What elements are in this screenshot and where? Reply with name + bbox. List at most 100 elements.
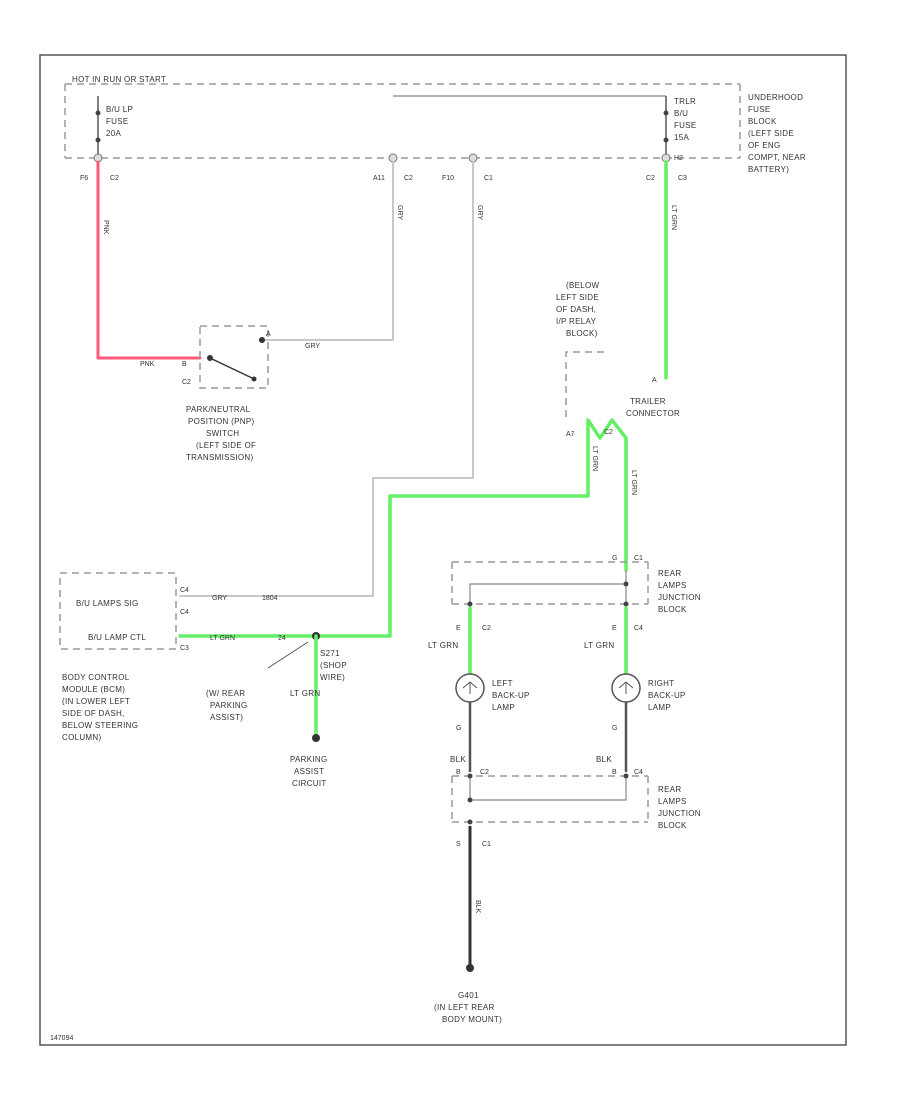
svg-text:CONNECTOR: CONNECTOR: [626, 409, 680, 418]
wire-lt-grn-trailer-label: LT GRN: [670, 205, 677, 230]
svg-text:OF ENG: OF ENG: [748, 141, 780, 150]
conn-terminal-a11: [388, 153, 398, 163]
svg-text:15A: 15A: [674, 133, 689, 142]
wire-gry-label: GRY: [305, 343, 320, 350]
svg-text:RIGHT: RIGHT: [648, 679, 674, 688]
conn-c2-mid-label: C2: [404, 175, 413, 182]
pin-f10-label: F10: [442, 175, 454, 182]
splice-label: S271 (SHOP WIRE): [320, 649, 347, 682]
wire-lt-grn-bcm-number: 24: [278, 635, 286, 642]
svg-text:B/U LP: B/U LP: [106, 105, 133, 114]
svg-text:(LEFT SIDE OF: (LEFT SIDE OF: [196, 441, 256, 450]
rear-lamps-junction-top-label: REAR LAMPS JUNCTION BLOCK: [658, 569, 701, 614]
wire-blk-left-label: BLK: [450, 755, 466, 764]
right-backup-lamp: G: [611, 673, 641, 772]
wire-lt-grn-bcm-label: LT GRN: [210, 635, 235, 642]
pin-c1-ground: C1: [482, 841, 491, 848]
left-backup-lamp: G: [455, 673, 485, 772]
footer-code: 147094: [50, 1035, 73, 1042]
wire-lt-grn-junction-label: LT GRN: [630, 470, 637, 495]
wire-lt-grn-main: [178, 418, 628, 638]
svg-text:BLOCK: BLOCK: [748, 117, 777, 126]
wire-lt-grn-left-label: LT GRN: [428, 641, 458, 650]
svg-text:LAMPS: LAMPS: [658, 797, 687, 806]
wire-gry-bcm-number: 1804: [262, 595, 278, 602]
below-relay-label: (BELOW LEFT SIDE OF DASH, I/P RELAY BLOC…: [556, 281, 600, 338]
svg-text:POSITION (PNP): POSITION (PNP): [188, 417, 254, 426]
svg-text:PARKING: PARKING: [290, 755, 328, 764]
wire-lt-grn-relay-label: LT GRN: [591, 446, 598, 471]
svg-text:COMPT, NEAR: COMPT, NEAR: [748, 153, 806, 162]
svg-text:BATTERY): BATTERY): [748, 165, 789, 174]
svg-text:BACK-UP: BACK-UP: [492, 691, 530, 700]
svg-text:(LEFT SIDE: (LEFT SIDE: [748, 129, 794, 138]
pin-e-right: E: [612, 625, 617, 632]
svg-text:B/U: B/U: [674, 109, 688, 118]
svg-text:20A: 20A: [106, 129, 121, 138]
svg-text:TRLR: TRLR: [674, 97, 696, 106]
wire-pnk-label: PNK: [140, 361, 155, 368]
svg-text:ASSIST: ASSIST: [294, 767, 324, 776]
pin-f6-label: F6: [80, 175, 88, 182]
wire-blk-right-label: BLK: [596, 755, 612, 764]
svg-text:C4: C4: [180, 587, 189, 594]
svg-text:LAMP: LAMP: [492, 703, 515, 712]
bcm-label: BODY CONTROL MODULE (BCM) (IN LOWER LEFT…: [62, 673, 138, 742]
svg-text:REAR: REAR: [658, 569, 681, 578]
splice-pointer: [267, 641, 309, 669]
svg-text:JUNCTION: JUNCTION: [658, 593, 701, 602]
svg-text:B: B: [456, 769, 461, 776]
svg-text:JUNCTION: JUNCTION: [658, 809, 701, 818]
svg-text:(BELOW: (BELOW: [566, 281, 600, 290]
wire-blk-ground-label: BLK: [474, 900, 481, 914]
pin-c4-right: C4: [634, 625, 643, 632]
svg-text:G401: G401: [458, 991, 479, 1000]
pnp-switch: B C2 A: [182, 325, 271, 389]
svg-text:COLUMN): COLUMN): [62, 733, 101, 742]
svg-text:CIRCUIT: CIRCUIT: [292, 779, 327, 788]
wire-gry-pnp: [261, 161, 394, 341]
svg-text:C4: C4: [180, 609, 189, 616]
wire-pnk: [96, 160, 202, 360]
svg-text:LEFT: LEFT: [492, 679, 513, 688]
svg-text:(IN LOWER LEFT: (IN LOWER LEFT: [62, 697, 130, 706]
svg-text:A: A: [266, 331, 271, 338]
svg-text:REAR: REAR: [658, 785, 681, 794]
rear-parking-assist-label: (W/ REAR PARKING ASSIST): [206, 689, 247, 722]
svg-text:ASSIST): ASSIST): [210, 713, 243, 722]
fuse-block-header: HOT IN RUN OR START: [72, 75, 166, 84]
svg-text:(IN LEFT REAR: (IN LEFT REAR: [434, 1003, 495, 1012]
pin-e-left: E: [456, 625, 461, 632]
body-control-module: B/U LAMPS SIG B/U LAMP CTL C4 C4 C3: [59, 572, 189, 652]
trailer-connector: A TRAILER CONNECTOR: [626, 377, 680, 418]
svg-text:BODY CONTROL: BODY CONTROL: [62, 673, 130, 682]
rear-lamps-junction-block-bottom: B C2 B C4: [451, 769, 649, 825]
svg-text:FUSE: FUSE: [106, 117, 129, 126]
rear-lamps-junction-block-top: G C1: [451, 555, 649, 607]
svg-text:C3: C3: [180, 645, 189, 652]
svg-text:UNDERHOOD: UNDERHOOD: [748, 93, 803, 102]
svg-text:SIDE OF DASH,: SIDE OF DASH,: [62, 709, 125, 718]
svg-text:I/P RELAY: I/P RELAY: [556, 317, 597, 326]
svg-text:FUSE: FUSE: [748, 105, 771, 114]
svg-text:MODULE (BCM): MODULE (BCM): [62, 685, 125, 694]
ground-label: G401 (IN LEFT REAR BODY MOUNT): [434, 991, 502, 1024]
wire-gry-bcm: [179, 161, 474, 597]
svg-text:G: G: [456, 725, 461, 732]
rear-lamps-junction-bottom-label: REAR LAMPS JUNCTION BLOCK: [658, 785, 701, 830]
svg-text:C2: C2: [182, 379, 191, 386]
conn-c3-label: C3: [678, 175, 687, 182]
svg-text:BLOCK: BLOCK: [658, 821, 687, 830]
bcm-bu-lamps-sig: B/U LAMPS SIG: [76, 599, 139, 608]
pin-c2-left: C2: [482, 625, 491, 632]
pin-a11-label: A11: [373, 175, 385, 182]
svg-text:(W/ REAR: (W/ REAR: [206, 689, 245, 698]
wire-lt-grn-right-label: LT GRN: [584, 641, 614, 650]
fuse-backup-terminal-bottom: [95, 137, 101, 143]
underhood-fuse-block-label: UNDERHOOD FUSE BLOCK (LEFT SIDE OF ENG C…: [748, 93, 806, 174]
pin-c2-relay-label: C2: [604, 429, 613, 436]
svg-text:LT GRN: LT GRN: [290, 689, 320, 698]
ground-terminal: [466, 964, 474, 972]
svg-text:C2: C2: [480, 769, 489, 776]
svg-text:PARK/NEUTRAL: PARK/NEUTRAL: [186, 405, 251, 414]
